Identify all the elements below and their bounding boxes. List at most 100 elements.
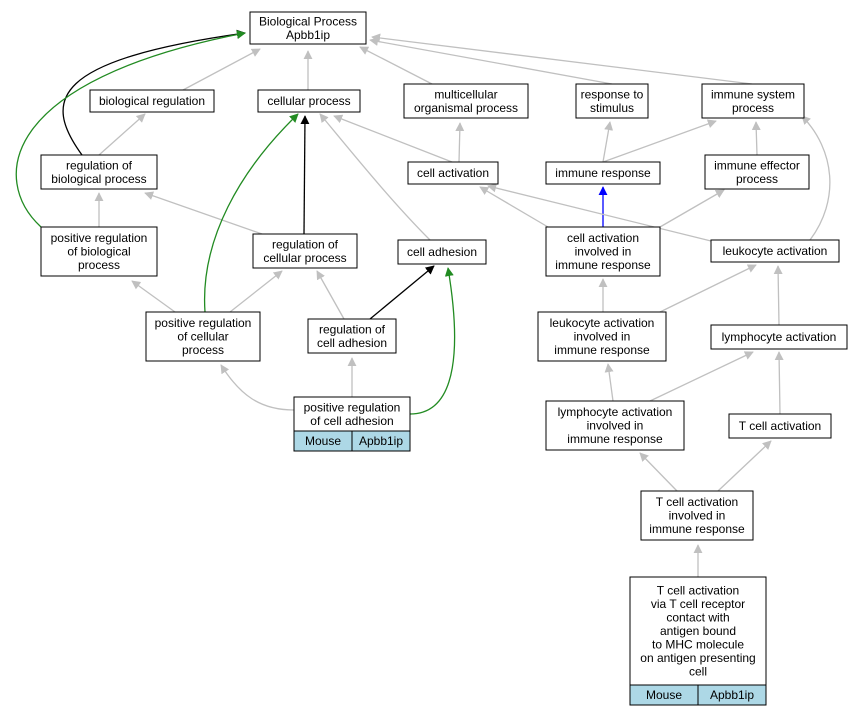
- edge: [369, 37, 613, 85]
- node-label-line: T cell activation: [656, 495, 738, 509]
- node-label-line: T cell activation: [657, 584, 739, 598]
- edge-is-a-celladh-to-cellproc: [319, 113, 431, 241]
- edge: [371, 33, 753, 85]
- edge-is-a-tcellactimm-to-tcellact: [717, 440, 772, 492]
- node-leukact[interactable]: leukocyte activation: [710, 239, 840, 263]
- node-label-line: process: [736, 172, 778, 186]
- edge: [801, 115, 831, 241]
- edge-is-a-regcell-to-regbio: [144, 191, 263, 235]
- node-label-line: immune response: [554, 343, 650, 357]
- tag-gene: Apbb1ip: [359, 434, 403, 448]
- edge: [602, 119, 717, 163]
- node-label-line: of cell adhesion: [310, 414, 393, 428]
- node-label-line: regulation of: [66, 158, 133, 172]
- node-label-line: leukocyte activation: [550, 316, 655, 330]
- node-label-line: involved in: [587, 419, 644, 433]
- edge-is-a-cellact-to-cellproc: [333, 114, 453, 163]
- edge: [604, 363, 614, 402]
- node-label-line: regulation of: [272, 237, 339, 251]
- edge-is-a-lymphact-to-leukact: [773, 265, 783, 326]
- node-box: [257, 89, 361, 113]
- node-label-line: involved in: [574, 330, 631, 344]
- node-bioreg[interactable]: biological regulation: [89, 89, 215, 113]
- node-tcellact[interactable]: T cell activation: [728, 413, 832, 439]
- node-label-line: positive regulation: [155, 316, 252, 330]
- node-label-line: cellular process: [267, 94, 350, 108]
- node-label-line: immune response: [567, 432, 663, 446]
- node-label-line: stimulus: [590, 101, 634, 115]
- edge: [455, 122, 465, 163]
- node-box: [545, 161, 661, 185]
- node-label-line: cell adhesion: [317, 336, 387, 350]
- node-label-line: cell adhesion: [407, 245, 477, 259]
- edge: [229, 270, 283, 313]
- node-label-line: regulation of: [319, 322, 386, 336]
- node-cellproc[interactable]: cellular process: [257, 89, 361, 113]
- node-label-line: of biological: [67, 245, 130, 259]
- node-label-line: T cell activation: [739, 419, 821, 433]
- edge: [203, 113, 299, 313]
- edge: [659, 264, 757, 313]
- node-cellact[interactable]: cell activation: [407, 161, 499, 185]
- edge: [479, 186, 549, 228]
- node-label-line: organismal process: [414, 101, 518, 115]
- node-label-line: cellular process: [263, 251, 346, 265]
- node-immresp[interactable]: immune response: [545, 161, 661, 185]
- node-label-line: process: [732, 101, 774, 115]
- node-box: [40, 154, 158, 190]
- edge-is-a-tcellactimm-to-lymphactimm: [639, 452, 678, 492]
- edge: [182, 48, 261, 91]
- edge: [659, 189, 725, 228]
- node-box: [575, 83, 649, 119]
- tag-gene: Apbb1ip: [710, 688, 754, 702]
- node-box: [403, 83, 529, 119]
- edge-regulates-regbio-to-root: [62, 29, 246, 156]
- node-label-line: immune response: [555, 258, 651, 272]
- edge: [131, 280, 176, 313]
- edge: [751, 121, 761, 156]
- edge: [717, 440, 772, 492]
- edge: [369, 265, 435, 320]
- node-lymphact[interactable]: lymphocyte activation: [710, 324, 848, 350]
- node-celladh[interactable]: cell adhesion: [397, 239, 487, 265]
- node-box: [293, 396, 411, 432]
- node-label-line: Biological Process: [259, 14, 357, 28]
- edge: [319, 113, 431, 241]
- edge-is-a-immresp-to-resp: [602, 121, 614, 163]
- node-label-line: immune system: [711, 87, 795, 101]
- edge-is-a-lymphactimm-to-lymphact: [649, 351, 754, 402]
- node-label-line: lymphocyte activation: [558, 405, 673, 419]
- edge-is-a-lymphactimm-to-leukactimm: [604, 363, 614, 402]
- edge: [639, 452, 678, 492]
- edge-is-a-cellactimm-to-cellact: [479, 186, 549, 228]
- edge: [773, 265, 783, 326]
- edge: [316, 270, 345, 320]
- node-label-line: involved in: [575, 245, 632, 259]
- node-box: [640, 490, 754, 541]
- node-label-line: via T cell receptor: [651, 597, 745, 611]
- edge-is-a-posregcell-to-regcell: [229, 270, 283, 313]
- node-box: [307, 318, 397, 354]
- edge-positively-regulates-posregcell-to-cellproc: [203, 113, 299, 313]
- edge-is-a-immsys-to-root: [371, 33, 753, 85]
- node-label-line: process: [78, 258, 120, 272]
